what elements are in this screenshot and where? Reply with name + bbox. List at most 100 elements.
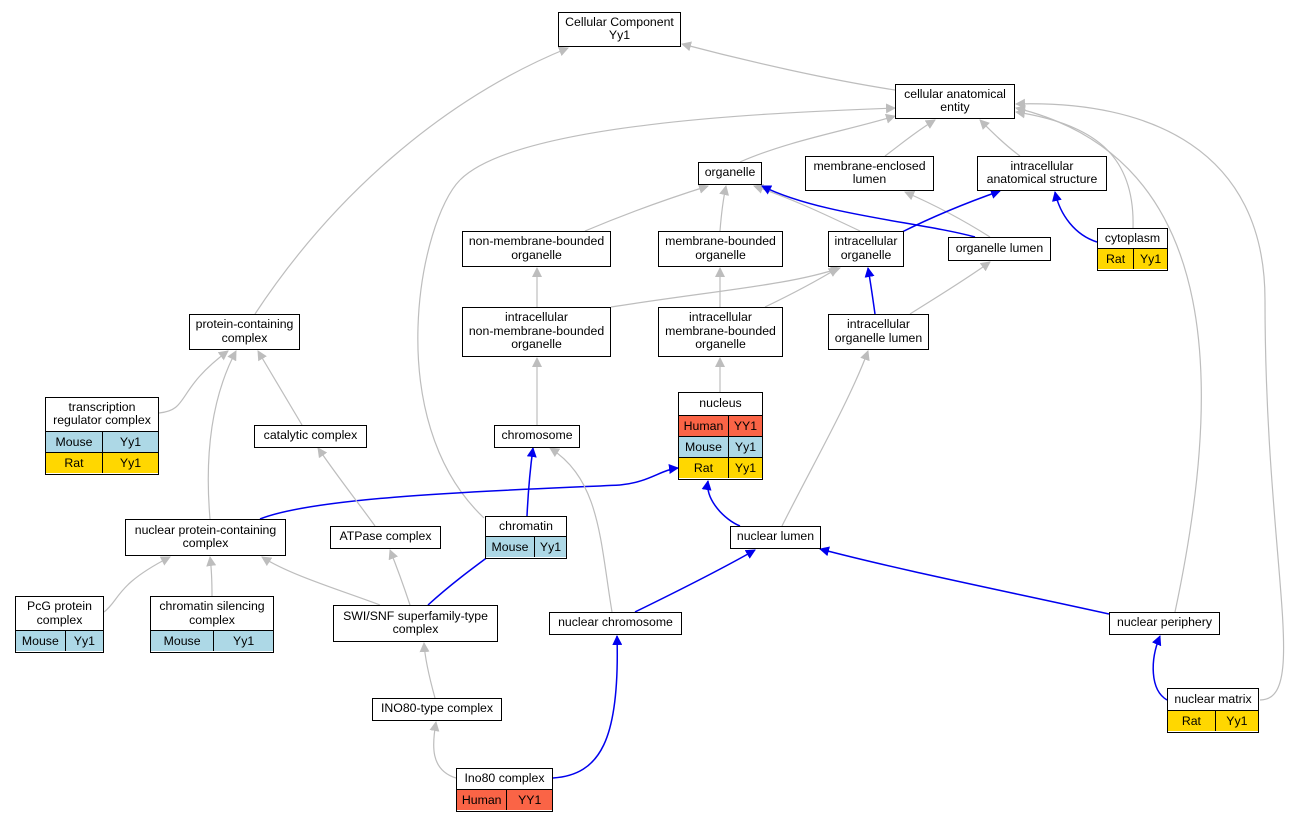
node-nuclear-chromosome[interactable]: nuclear chromosome xyxy=(549,612,682,635)
node-label: chromatin xyxy=(499,518,553,533)
node-label: ATPase complex xyxy=(339,529,432,544)
node-label: membrane-enclosed lumen xyxy=(813,158,926,187)
node-cellular-anatomical-entity[interactable]: cellular anatomical entity xyxy=(895,84,1015,119)
node-label: intracellular organelle lumen xyxy=(834,317,923,345)
node-label: non-membrane-bounded organelle xyxy=(468,234,605,262)
edge-is_a-nuclear-periphery-to-cellular-anatomical-entity xyxy=(1015,105,1202,613)
node-chromosome[interactable]: chromosome xyxy=(494,425,580,448)
edge-part_of-nuclear-protein-containing-complex-to-nucleus xyxy=(259,484,621,520)
edge-is_a-cellular-anatomical-entity-to-cellular-component xyxy=(681,41,896,91)
edge-is_a-chromatin-to-cellular-anatomical-entity xyxy=(459,103,896,181)
node-nuclear-protein-containing-complex[interactable]: nuclear protein-containing complex xyxy=(125,519,286,556)
species-row-mouse: Mouse Yy1 xyxy=(679,435,762,457)
node-label: organelle xyxy=(704,165,756,180)
node-membrane-enclosed-lumen[interactable]: membrane-enclosed lumen xyxy=(805,156,934,191)
node-organelle[interactable]: organelle xyxy=(698,162,762,185)
edge-is_a-transcription-regulator-complex-to-protein-containing-complex xyxy=(158,350,229,414)
node-protein-containing-complex[interactable]: protein-containing complex xyxy=(189,314,300,350)
node-label: INO80-type complex xyxy=(380,701,494,716)
node-atpase-complex[interactable]: ATPase complex xyxy=(330,526,441,549)
edge-part_of-nuclear-chromosome-to-nuclear-lumen xyxy=(634,549,756,613)
edge-is_a-ino80-type-complex-to-swi-snf-superfamily-type-complex xyxy=(419,642,436,699)
species-row-rat: Rat Yy1 xyxy=(46,451,158,473)
node-label: nuclear chromosome xyxy=(558,615,673,630)
node-intracellular-organelle-lumen[interactable]: intracellular organelle lumen xyxy=(828,314,929,350)
species-name: Mouse xyxy=(21,634,59,649)
gene-symbol: YY1 xyxy=(727,415,762,436)
gene-symbol: YY1 xyxy=(506,790,552,811)
node-label: nucleus xyxy=(699,396,742,410)
node-intracellular-membrane-bounded-organelle[interactable]: intracellular membrane-bounded organelle xyxy=(658,307,783,357)
node-organelle-lumen[interactable]: organelle lumen xyxy=(948,237,1051,261)
node-ino80-type-complex[interactable]: INO80-type complex xyxy=(372,698,502,721)
gene-symbol: Yy1 xyxy=(727,457,762,478)
species-name: Rat xyxy=(1181,714,1201,729)
node-label: catalytic complex xyxy=(263,428,358,443)
gene-symbol: Yy1 xyxy=(102,452,158,473)
node-label: chromosome xyxy=(501,428,573,443)
edge-is_a-nuclear-chromosome-to-chromosome xyxy=(549,447,613,613)
node-label: intracellular organelle xyxy=(834,234,898,262)
node-label: nuclear matrix xyxy=(1174,691,1252,706)
species-row-rat: Rat Yy1 xyxy=(1098,248,1167,270)
edge-is_a-swi-snf-superfamily-type-complex-to-atpase-complex xyxy=(388,549,411,606)
gene-symbol: Yy1 xyxy=(727,436,762,457)
edge-is_a-membrane-enclosed-lumen-to-cellular-anatomical-entity xyxy=(884,119,936,157)
node-label: membrane-bounded organelle xyxy=(665,234,776,262)
edge-part_of-intracellular-organelle-to-intracellular-anatomical-structure xyxy=(899,189,1001,234)
node-label: nuclear lumen xyxy=(736,529,815,544)
node-intracellular-anatomical-structure[interactable]: intracellular anatomical structure xyxy=(977,156,1107,191)
gene-symbol: Yy1 xyxy=(213,631,273,652)
node-nuclear-periphery[interactable]: nuclear periphery xyxy=(1109,612,1220,635)
edge-is_a-organelle-to-cellular-anatomical-entity xyxy=(739,113,896,163)
edge-is_a-atpase-complex-to-catalytic-complex xyxy=(317,447,376,527)
edge-part_of-intracellular-organelle-lumen-to-intracellular-organelle xyxy=(864,267,876,315)
node-nuclear-lumen[interactable]: nuclear lumen xyxy=(730,526,821,549)
node-catalytic-complex[interactable]: catalytic complex xyxy=(254,425,367,448)
edge-is_a-chromatin-silencing-complex-to-nuclear-protein-containing-complex xyxy=(206,556,217,597)
node-label: organelle lumen xyxy=(955,240,1044,255)
edge-part_of-cytoplasm-to-intracellular-anatomical-structure xyxy=(1052,191,1098,243)
node-label: chromatin silencing complex xyxy=(159,599,265,627)
species-name: Mouse xyxy=(685,439,722,454)
species-name: Rat xyxy=(693,460,714,475)
edge-part_of-nuclear-periphery-to-nuclear-lumen xyxy=(819,546,1110,615)
species-name: Rat xyxy=(1106,252,1126,267)
edge-is_a-swi-snf-superfamily-type-complex-to-nuclear-protein-containing-complex xyxy=(261,556,381,606)
gene-symbol: Yy1 xyxy=(1133,249,1167,270)
node-intracellular-organelle[interactable]: intracellular organelle xyxy=(828,231,904,267)
node-non-membrane-bounded-organelle[interactable]: non-membrane-bounded organelle xyxy=(462,231,611,267)
node-intracellular-non-membrane-bounded-organelle[interactable]: intracellular non-membrane-bounded organ… xyxy=(462,307,611,357)
edge-is_a-ino80-complex-to-ino80-type-complex xyxy=(429,721,457,779)
species-row-rat: Rat Yy1 xyxy=(679,456,762,478)
edge-is_a-nuclear-matrix-to-cellular-anatomical-entity xyxy=(1259,299,1285,701)
edge-part_of-ino80-complex-to-nuclear-chromosome xyxy=(552,635,623,779)
node-label: cellular anatomical entity xyxy=(904,86,1006,115)
gene-symbol: Yy1 xyxy=(102,431,158,452)
node-label: intracellular membrane-bounded organelle xyxy=(665,310,776,352)
edge-is_a-protein-containing-complex-to-cellular-component xyxy=(254,46,569,315)
edge-is_a-intracellular-organelle-lumen-to-organelle-lumen xyxy=(909,261,991,315)
node-label: protein-containing complex xyxy=(195,317,294,345)
edge-is_a-organelle-lumen-to-membrane-enclosed-lumen xyxy=(904,190,991,238)
edge-is_a-membrane-bounded-organelle-to-organelle xyxy=(719,185,730,232)
node-swi-snf-superfamily-type-complex[interactable]: SWI/SNF superfamily-type complex xyxy=(333,605,498,642)
node-membrane-bounded-organelle[interactable]: membrane-bounded organelle xyxy=(658,231,783,267)
node-label: SWI/SNF superfamily-type complex xyxy=(343,608,488,637)
node-cellular-component[interactable]: Cellular Component Yy1 xyxy=(558,12,681,47)
edge-layer xyxy=(103,41,1285,779)
species-name: Rat xyxy=(64,455,84,470)
species-name: Mouse xyxy=(491,540,529,555)
